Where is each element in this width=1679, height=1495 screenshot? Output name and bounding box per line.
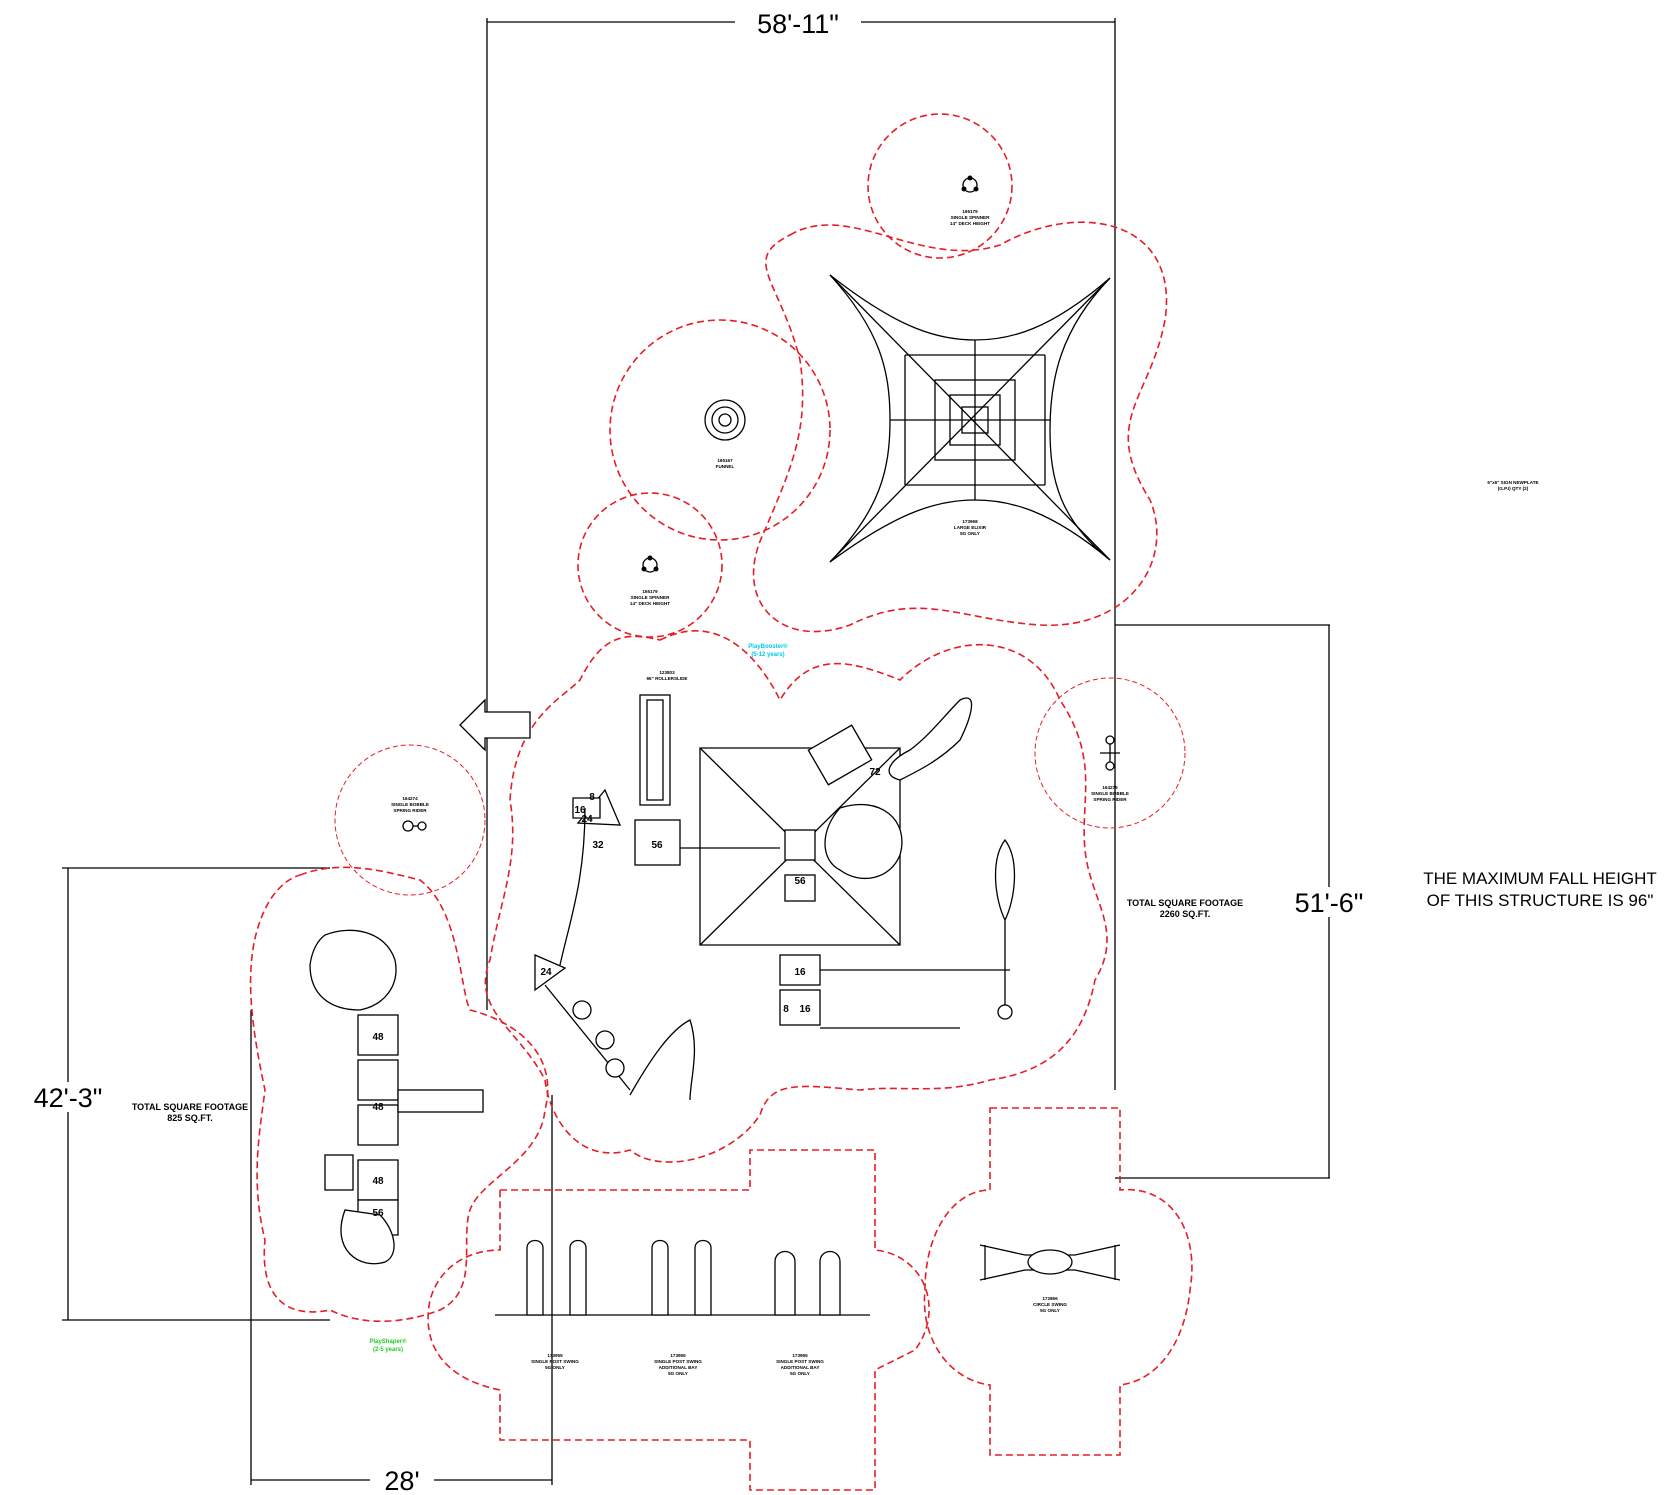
net-climber-label-2: LARGE ELIXIR: [954, 525, 987, 530]
spring-right-label-3: SPRING RIDER: [1093, 797, 1127, 802]
saucer-swing-label-2: CIRCLE SWING: [1033, 1302, 1067, 1307]
spinner-top-label-1: 165179: [962, 209, 978, 214]
swing-mid-label-1: 173955: [670, 1353, 686, 1358]
circle-swing-icon: [979, 1244, 1121, 1281]
swing-right-label-3: ADDITIONAL BAY: [781, 1365, 820, 1370]
swing-left-label-2: SINGLE POST SWING: [531, 1359, 579, 1364]
playbooster-footage-value: 2260 SQ.FT.: [1160, 909, 1211, 919]
slide-top-label-1: 123803: [659, 670, 675, 675]
deck-height-label: 16: [799, 1004, 811, 1015]
spinner-mid-label-1: 165179: [642, 589, 658, 594]
swing-mid-label-4: 5G ONLY: [668, 1371, 688, 1376]
deck-height-label: 72: [869, 767, 881, 778]
saucer-swing-label-1: 172866: [1042, 1296, 1058, 1301]
playshaper-footage-label: TOTAL SQUARE FOOTAGE: [132, 1102, 248, 1112]
sign-label-line-1: 6"x6" SIGN NEWPLATE: [1487, 480, 1538, 485]
spinner-top-icon: [961, 175, 979, 193]
spring-right-label-2: SINGLE BOBBLE: [1091, 791, 1129, 796]
spinner-mid-label-2: SINGLE SPINNER: [631, 595, 670, 600]
playbooster-structure: [534, 694, 1016, 1101]
swing-right-label-2: SINGLE POST SWING: [776, 1359, 824, 1364]
max-fall-height-line-2: OF THIS STRUCTURE IS 96": [1427, 891, 1654, 910]
net-climber-label-3: 5G ONLY: [960, 531, 980, 536]
playshaper-name: PlayShaper®: [369, 1338, 407, 1345]
accessible-route-arrow-icon: [459, 698, 531, 752]
slide-top-label-2: 96" ROLLERSLIDE: [647, 676, 688, 681]
deck-height-label: 56: [372, 1208, 384, 1219]
spinner-mid-icon: [641, 555, 659, 573]
funnel-spinner-label-1: 165167: [717, 458, 733, 463]
funnel-spinner-label-2: FUNNEL: [716, 464, 735, 469]
spring-right-label-1: 164275: [1102, 785, 1118, 790]
deck-height-label: 16: [794, 967, 806, 978]
spinner-mid-label-3: 14" DECK HEIGHT: [630, 601, 670, 606]
funnel-spinner-icon: [704, 399, 746, 441]
swing-mid-label-2: SINGLE POST SWING: [654, 1359, 702, 1364]
playshaper-ages: (2-5 years): [373, 1347, 403, 1353]
use-zones: [249, 113, 1193, 1491]
sign-label-line-2: (G.P.I) QTY (2): [1498, 486, 1529, 491]
left-height-dimension: 42'-3": [34, 1083, 103, 1113]
spring-left-label-2: SINGLE BOBBLE: [391, 802, 429, 807]
deck-height-label: 48: [372, 1032, 384, 1043]
deck-height-label: 16: [574, 805, 586, 816]
spinner-top-label-2: SINGLE SPINNER: [951, 215, 990, 220]
deck-height-label: 48: [372, 1176, 384, 1187]
top-width-dimension: 58'-11": [757, 9, 839, 39]
playbooster-name: PlayBooster®: [748, 643, 788, 650]
playbooster-deck-labels: 56 32 24 16 8 24 56 72 16 16 8: [540, 767, 881, 1015]
deck-height-label: 56: [794, 876, 806, 887]
deck-height-label: 24: [540, 967, 552, 978]
deck-height-label: 32: [592, 840, 604, 851]
swing-left-label-3: 5G ONLY: [545, 1365, 565, 1370]
right-height-dimension: 51'-6": [1295, 888, 1364, 918]
deck-height-label: 56: [651, 840, 663, 851]
bottom-width-dimension: 28': [384, 1466, 419, 1495]
spring-left-label-3: SPRING RIDER: [393, 808, 427, 813]
max-fall-height-line-1: THE MAXIMUM FALL HEIGHT: [1423, 869, 1657, 888]
playbooster-ages: (5-12 years): [751, 652, 784, 658]
playbooster-footage-label: TOTAL SQUARE FOOTAGE: [1127, 898, 1243, 908]
saucer-swing-label-3: 5G ONLY: [1040, 1308, 1060, 1313]
swing-mid-label-3: ADDITIONAL BAY: [659, 1365, 698, 1370]
spring-rider-left-icon: [402, 820, 427, 832]
playshaper-structure: [309, 929, 484, 1265]
playshaper-deck-labels: 48 48 48 56: [372, 1032, 384, 1219]
deck-height-label: 24: [581, 814, 593, 825]
net-climber-icon: [829, 274, 1111, 563]
playshaper-footage-value: 825 SQ.FT.: [167, 1113, 213, 1123]
deck-height-label: 48: [372, 1102, 384, 1113]
deck-height-label: 8: [783, 1004, 789, 1015]
swing-right-label-1: 173955: [792, 1353, 808, 1358]
spring-left-label-1: 164274: [402, 796, 418, 801]
net-climber-label-1: 173968: [962, 519, 978, 524]
spring-rider-right-icon: [1100, 735, 1120, 771]
swing-right-label-4: 5G ONLY: [790, 1371, 810, 1376]
swing-set-icon: [495, 1239, 870, 1316]
swing-left-label-1: 173955: [547, 1353, 563, 1358]
deck-height-label: 8: [589, 792, 595, 803]
spinner-top-label-3: 14" DECK HEIGHT: [950, 221, 990, 226]
